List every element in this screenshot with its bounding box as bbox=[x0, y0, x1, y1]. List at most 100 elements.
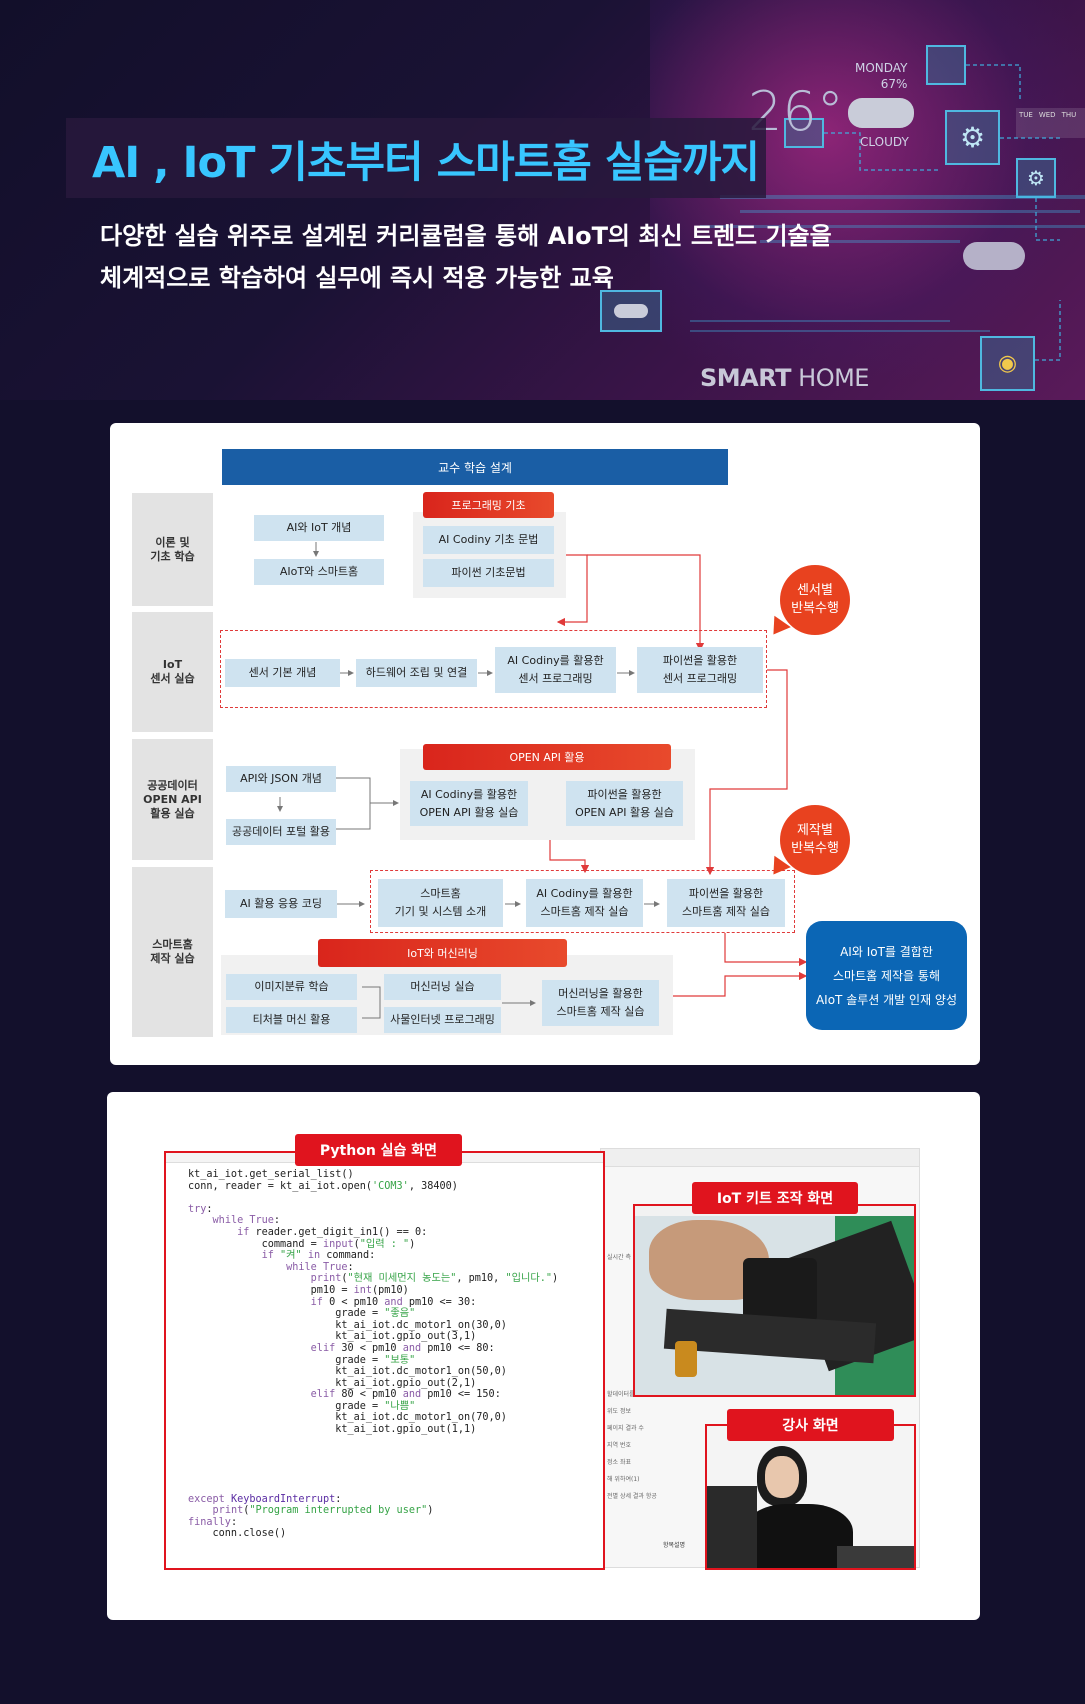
hero-banner: ⚙ ⚙ ◉ TUE WED THU MONDAY 67% 26° CLOUDY bbox=[0, 0, 1085, 400]
eye-icon: ◉ bbox=[980, 336, 1035, 391]
node-text: 파이썬을 활용한 bbox=[587, 787, 662, 801]
python-screen-label: Python 실습 화면 bbox=[295, 1134, 462, 1166]
node-api-json: API와 JSON 개념 bbox=[226, 766, 336, 792]
cloud-icon bbox=[963, 242, 1025, 270]
weather-condition: CLOUDY bbox=[860, 135, 909, 149]
gear-icon: ⚙ bbox=[945, 110, 1000, 165]
photo-body bbox=[743, 1504, 853, 1568]
weather-day: MONDAY bbox=[855, 61, 908, 75]
node-text: OPEN API 활용 실습 bbox=[575, 805, 674, 819]
row-label-sensor: IoT 센서 실습 bbox=[132, 612, 213, 732]
diagram-header: 교수 학습 설계 bbox=[222, 449, 728, 485]
subtitle-line-2: 체계적으로 학습하여 실무에 즉시 적용 가능한 교육 bbox=[100, 264, 614, 292]
bubble-sensor-repeat: 센서별 반복수행 bbox=[780, 565, 850, 635]
title-backdrop bbox=[66, 118, 766, 198]
node-ai-iot-concept: AI와 IoT 개념 bbox=[254, 515, 384, 541]
bg-footer: 항목설명 bbox=[663, 1542, 686, 1549]
smart-home-logo-light: HOME bbox=[791, 364, 869, 392]
browser-toolbar bbox=[601, 1149, 919, 1167]
forecast-day: TUE bbox=[1019, 111, 1033, 119]
node-text: 파이썬을 활용한 bbox=[662, 654, 738, 667]
photo-keyboard bbox=[837, 1546, 914, 1568]
node-image-classification: 이미지분류 학습 bbox=[226, 974, 357, 1000]
sensor-loop-box bbox=[220, 630, 767, 708]
node-text: 스마트홈 bbox=[420, 887, 461, 900]
result-line: 스마트홈 제작을 통해 bbox=[833, 968, 940, 983]
bg-table-row: 해 위하여(1) bbox=[607, 1476, 640, 1483]
node-iot-programming: 사물인터넷 프로그래밍 bbox=[384, 1007, 501, 1033]
node-text: 기기 및 시스템 소개 bbox=[394, 905, 487, 918]
weather-readout: MONDAY 67% bbox=[855, 60, 907, 92]
teacher-photo bbox=[705, 1424, 916, 1570]
python-code: kt_ai_iot.get_serial_list() conn, reader… bbox=[188, 1169, 559, 1540]
node-python-syntax: 파이썬 기초문법 bbox=[423, 559, 554, 587]
row-label-api: 공공데이터 OPEN API 활용 실습 bbox=[132, 739, 213, 860]
bg-table-row: 페이지 결과 수 bbox=[607, 1425, 644, 1432]
programming-basics-header: 프로그래밍 기초 bbox=[423, 492, 554, 518]
bg-table: 실시간 측 할데이터를 위도 정보 페이지 결과 수 지역 번호 정소 좌표 해… bbox=[607, 1249, 907, 1505]
node-python-api: 파이썬을 활용한 OPEN API 활용 실습 bbox=[566, 781, 683, 826]
node-text: 센서 프로그래밍 bbox=[662, 672, 738, 685]
result-line: AI와 IoT를 결합한 bbox=[840, 944, 933, 959]
row-label-smarthome: 스마트홈 제작 실습 bbox=[132, 867, 213, 1037]
node-text: 파이썬을 활용한 bbox=[688, 887, 764, 900]
photo-microbit bbox=[743, 1258, 817, 1322]
iot-kit-photo bbox=[633, 1204, 916, 1397]
photo-chair bbox=[707, 1486, 757, 1568]
node-aiot-smarthome: AIoT와 스마트홈 bbox=[254, 559, 384, 585]
result-line: AIoT 솔루션 개발 인재 양성 bbox=[815, 992, 958, 1007]
bg-table-row: 지역 번호 bbox=[607, 1442, 631, 1449]
bg-table-row: 실시간 측 bbox=[607, 1254, 631, 1261]
cloud-tile-icon bbox=[600, 290, 662, 332]
node-text: 스마트홈 제작 실습 bbox=[540, 905, 629, 918]
node-ml-practice: 머신러닝 실습 bbox=[384, 974, 501, 1000]
node-text: AI Codiny를 활용한 bbox=[536, 887, 633, 900]
subtitle-line-1: 다양한 실습 위주로 설계된 커리큘럼을 통해 AIoT의 최신 트렌드 기술을 bbox=[100, 222, 832, 250]
cloud-icon bbox=[848, 98, 914, 128]
iot-ml-header: IoT와 머신러닝 bbox=[318, 939, 567, 967]
forecast-day: WED bbox=[1038, 111, 1056, 119]
page-title: AI , IoT 기초부터 스마트홈 실습까지 bbox=[92, 138, 760, 188]
forecast-strip: TUE WED THU bbox=[1016, 108, 1085, 138]
node-ai-applied-coding: AI 활용 응용 코딩 bbox=[225, 890, 337, 918]
bg-table-row: 전별 상세 결과 항공 bbox=[607, 1493, 657, 1500]
node-text: 센서 프로그래밍 bbox=[518, 672, 593, 685]
node-hardware-assembly: 하드웨어 조립 및 연결 bbox=[356, 659, 477, 687]
python-code-editor: kt_ai_iot.get_serial_list() conn, reader… bbox=[164, 1151, 605, 1570]
forecast-day: THU bbox=[1061, 111, 1077, 119]
node-codiny-api: AI Codiny를 활용한 OPEN API 활용 실습 bbox=[410, 781, 528, 826]
photo-motor bbox=[675, 1341, 697, 1377]
bg-table-row: 정소 좌표 bbox=[607, 1459, 631, 1466]
node-text: 스마트홈 제작 실습 bbox=[682, 905, 770, 918]
bubble-build-repeat: 제작별 반복수행 bbox=[780, 805, 850, 875]
chip-icon bbox=[926, 45, 966, 85]
device-icon bbox=[784, 118, 824, 148]
node-teachable-machine: 티처블 머신 활용 bbox=[226, 1007, 357, 1033]
open-api-header: OPEN API 활용 bbox=[423, 744, 671, 770]
node-sensor-basics: 센서 기본 개념 bbox=[225, 659, 340, 687]
teacher-screen-label: 강사 화면 bbox=[727, 1409, 894, 1441]
row-label-theory: 이론 및 기초 학습 bbox=[132, 493, 213, 606]
bg-table-row: 할데이터를 bbox=[607, 1391, 635, 1398]
node-text: AI Codiny를 활용한 bbox=[420, 787, 518, 801]
smart-home-logo: SMART HOME bbox=[700, 364, 869, 392]
bg-table-row: 위도 정보 bbox=[607, 1408, 631, 1415]
photo-face bbox=[765, 1456, 799, 1498]
node-text: OPEN API 활용 실습 bbox=[419, 805, 519, 819]
node-text: AI Codiny를 활용한 bbox=[507, 654, 604, 667]
result-goal-box: AI와 IoT를 결합한 스마트홈 제작을 통해 AIoT 솔루션 개발 인재 … bbox=[806, 921, 967, 1030]
node-codiny-syntax: AI Codiny 기초 문법 bbox=[423, 526, 554, 554]
gear-icon: ⚙ bbox=[1016, 158, 1056, 198]
node-text: 머신러닝을 활용한 bbox=[558, 987, 643, 1000]
weather-humidity: 67% bbox=[880, 77, 908, 91]
node-public-data-portal: 공공데이터 포털 활용 bbox=[226, 819, 336, 845]
node-text: 스마트홈 제작 실습 bbox=[556, 1005, 645, 1018]
smart-home-logo-bold: SMART bbox=[700, 364, 792, 392]
iot-kit-screen-label: IoT 키트 조작 화면 bbox=[692, 1182, 858, 1214]
